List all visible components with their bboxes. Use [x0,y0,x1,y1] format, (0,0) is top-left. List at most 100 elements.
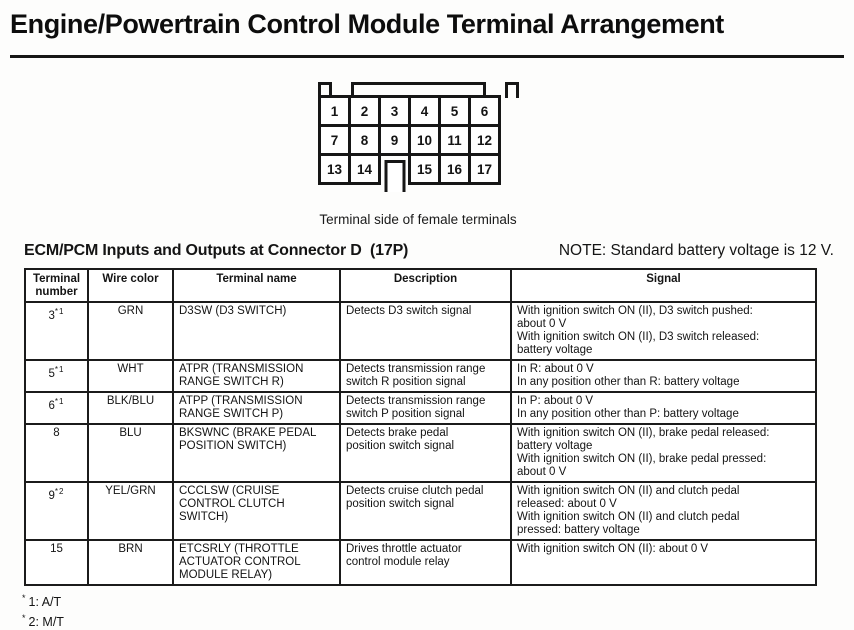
text-line: switch R position signal [346,376,466,388]
footnote-marker: *2 [54,487,65,496]
terminal-number: 6 [48,399,55,412]
text-line: With ignition switch ON (II), D3 switch … [517,305,753,317]
section-title: ECM/PCM Inputs and Outputs at Connector … [24,242,409,259]
page-title: Engine/Powertrain Control Module Termina… [10,9,724,39]
keyway-notch [384,160,405,192]
terminal-number-cell: 8 [24,423,89,483]
connector-left-corner-tab [318,82,332,98]
wire-color-cell: GRN [87,301,174,361]
connector-caption: Terminal side of female terminals [319,212,517,227]
battery-voltage-note: NOTE: Standard battery voltage is 12 V. [558,242,834,259]
text-line: Detects transmission range [346,395,486,407]
footnote: *1: A/T [22,590,854,610]
text-line: RANGE SWITCH P) [179,408,284,420]
terminal-cell-13: 13 [318,153,351,185]
column-header: Description [339,268,512,303]
terminal-cell-17: 17 [468,153,501,185]
terminal-number: 9 [48,489,55,502]
text-line: position switch signal [346,498,455,510]
footnote: *2: M/T [22,610,854,630]
text-line: about 0 V [517,318,567,330]
terminal-number: 3 [48,309,55,322]
text-line: position switch signal [346,440,455,452]
terminal-number-cell: 6*1 [24,391,89,425]
terminal-name-cell: D3SW (D3 SWITCH) [172,301,341,361]
terminal-cell-1: 1 [318,95,351,127]
footnotes: *1: A/T*2: M/T [22,590,854,630]
footnote-marker: *1 [54,307,65,316]
text-line: With ignition switch ON (II): about 0 V [517,543,709,555]
terminal-number: 5 [48,367,55,380]
footnote-text: 2: M/T [28,615,64,630]
text-line: With ignition switch ON (II) and clutch … [517,485,740,497]
text-line: battery voltage [517,344,593,356]
terminal-cell-11: 11 [438,124,471,156]
wire-color-cell: WHT [87,359,174,393]
text-line: battery voltage [517,440,593,452]
terminal-cell-2: 2 [348,95,381,127]
terminal-number-cell: 3*1 [24,301,89,361]
text-line: Detects D3 switch signal [346,305,472,317]
text-line: ACTUATOR CONTROL [179,556,301,568]
terminal-cell-3: 3 [378,95,411,127]
text-line: D3SW (D3 SWITCH) [179,305,287,317]
text-line: Detects cruise clutch pedal [346,485,484,497]
column-header: Terminal number [24,268,89,303]
terminal-cell-4: 4 [408,95,441,127]
terminal-number-cell: 5*1 [24,359,89,393]
text-line: SWITCH) [179,511,229,523]
manual-page: Engine/Powertrain Control Module Termina… [0,9,854,629]
column-header: Wire color [87,268,174,303]
text-line: control module relay [346,556,450,568]
section-heading-row: ECM/PCM Inputs and Outputs at Connector … [24,242,834,260]
text-line: MODULE RELAY) [179,569,273,581]
terminal-cell-16: 16 [438,153,471,185]
column-header: Signal [510,268,817,303]
terminal-cell-7: 7 [318,124,351,156]
wire-color-cell: BLU [87,423,174,483]
text-line: With ignition switch ON (II) and clutch … [517,511,740,523]
terminal-cell-12: 12 [468,124,501,156]
column-header: Terminal name [172,268,341,303]
text-line: With ignition switch ON (II), brake peda… [517,453,767,465]
text-line: Detects transmission range [346,363,486,375]
text-line: switch P position signal [346,408,465,420]
terminal-cell-8: 8 [348,124,381,156]
text-line: In R: about 0 V [517,363,594,375]
terminal-number-cell: 9*2 [24,481,89,541]
footnote-marker: * [22,613,27,624]
signal-cell: With ignition switch ON (II), brake peda… [510,423,817,483]
connector-top-tab [351,82,486,98]
footnote-marker: *1 [54,397,65,406]
text-line: With ignition switch ON (II), brake peda… [517,427,770,439]
text-line: RANGE SWITCH R) [179,376,284,388]
text-line: POSITION SWITCH) [179,440,287,452]
wire-color-cell: YEL/GRN [87,481,174,541]
text-line: Detects brake pedal [346,427,449,439]
description-cell: Detects D3 switch signal [339,301,512,361]
